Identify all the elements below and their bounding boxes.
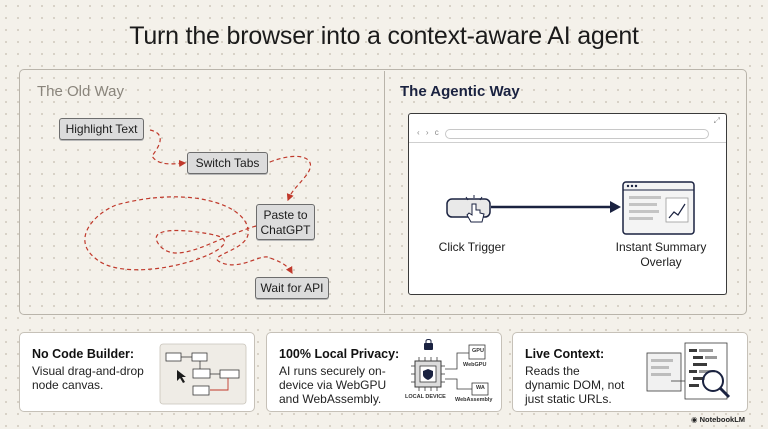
browser-toolbar: ‹ › c ⤢: [409, 114, 726, 143]
feature-body: Reads the dynamic DOM, not just static U…: [525, 364, 625, 406]
webgpu-label: WebGPU: [463, 362, 487, 368]
cursor-hand-icon: [466, 203, 485, 223]
instant-summary-label: Instant Summary Overlay: [615, 240, 707, 269]
node-canvas-icon: [159, 343, 247, 405]
click-trigger-label: Click Trigger: [438, 240, 506, 254]
arrow-paste-loop-to-wait: [84, 196, 293, 275]
step-wait-for-api: Wait for API: [255, 277, 329, 299]
panel-divider: [384, 71, 385, 313]
lock-icon: [424, 343, 433, 350]
feature-card-no-code: No Code Builder: Visual drag-and-drop no…: [19, 332, 255, 412]
feature-title: No Code Builder:: [32, 347, 135, 361]
feature-title: Live Context:: [525, 347, 605, 361]
local-device-chip-icon: [411, 339, 489, 396]
summary-overlay-icon: [622, 181, 695, 235]
comparison-panel: [19, 69, 747, 315]
feature-card-local-privacy: 100% Local Privacy: AI runs securely on-…: [266, 332, 502, 412]
magnifier-icon: [702, 370, 731, 399]
dom-inspect-icon: [646, 342, 731, 400]
wasm-icon-label: WA: [476, 385, 485, 391]
webassembly-label: WebAssembly: [455, 397, 493, 403]
notebooklm-logo-icon: ◉: [691, 415, 700, 424]
page-title: Turn the browser into a context-aware AI…: [129, 22, 639, 50]
browser-nav-icon: ‹ › c: [417, 128, 441, 137]
notebooklm-brand: ◉ NotebookLM: [691, 415, 746, 424]
feature-body: Visual drag-and-drop node canvas.: [32, 364, 144, 392]
url-bar: [445, 129, 709, 139]
step-switch-tabs: Switch Tabs: [187, 152, 268, 174]
agentic-way-title: The Agentic Way: [400, 83, 520, 100]
step-highlight-text: Highlight Text: [59, 118, 144, 140]
expand-icon: ⤢: [713, 116, 720, 125]
gpu-icon-label: GPU: [472, 348, 484, 354]
feature-body: AI runs securely on-device via WebGPU an…: [279, 364, 387, 406]
old-way-title: The Old Way: [37, 83, 124, 100]
step-paste-to-chatgpt: Paste to ChatGPT: [256, 204, 315, 240]
feature-title: 100% Local Privacy:: [279, 347, 400, 361]
arrow-switch-to-paste: [269, 155, 311, 202]
local-device-label: LOCAL DEVICE: [405, 394, 446, 400]
cursor-icon: [177, 370, 186, 383]
arrow-highlight-to-switch: [149, 129, 187, 168]
feature-card-live-context: Live Context: Reads the dynamic DOM, not…: [512, 332, 748, 412]
